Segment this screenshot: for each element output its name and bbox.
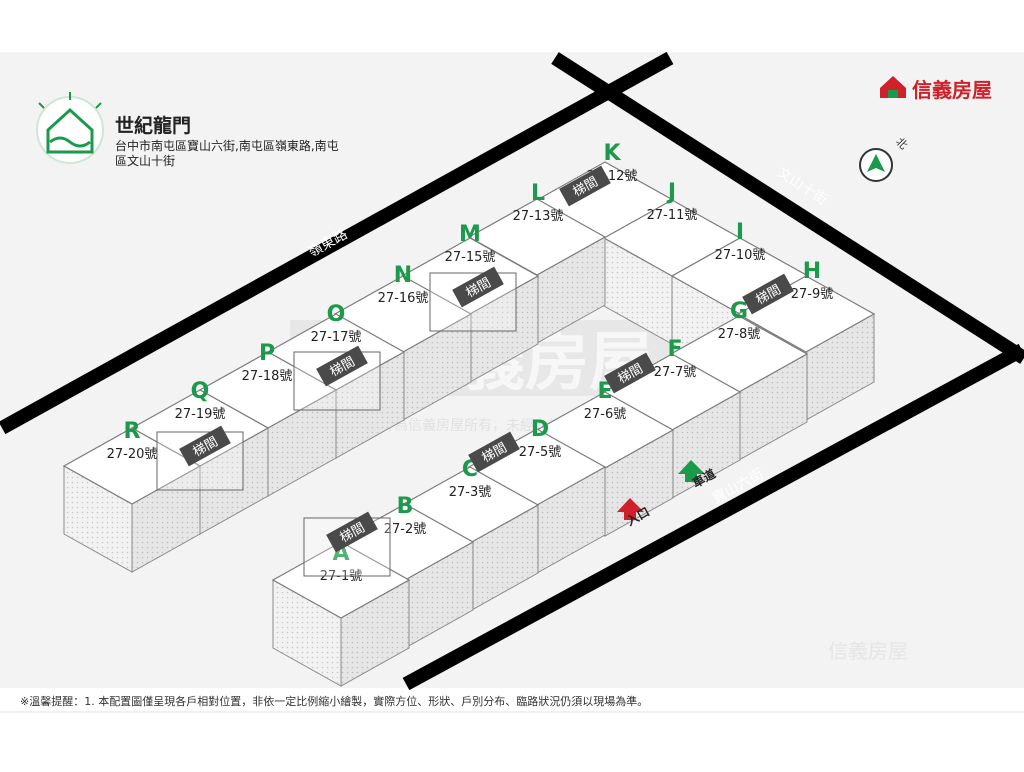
project-logo (36, 92, 104, 164)
building-letter: R (124, 419, 141, 444)
building-label: F 27-7號 (654, 337, 697, 380)
compass-arrow-icon (867, 154, 885, 172)
building-label: D 27-5號 (519, 417, 562, 460)
building-letter: N (394, 263, 412, 288)
project-name: 世紀龍門 (115, 114, 191, 137)
stairwell-tag (316, 345, 368, 387)
building-letter: Q (191, 379, 210, 404)
building-letter: E (597, 379, 612, 404)
building-number: 27-15號 (445, 250, 496, 265)
brand-door-icon (888, 90, 898, 98)
building-roof (62, 427, 202, 505)
building-letter: L (531, 181, 545, 206)
stairwell-tag (326, 511, 378, 553)
stairwell-tag (468, 431, 520, 473)
stairwell-tag (742, 273, 794, 315)
building-number: 27-11號 (647, 208, 698, 223)
bottom-margin (0, 688, 1024, 768)
building-number: 27-8號 (718, 327, 761, 342)
building-label: O 27-17號 (311, 302, 362, 345)
building-number: 27-3號 (449, 485, 492, 500)
building-block (62, 427, 202, 573)
brand-logo: 信義房屋 (880, 76, 992, 102)
stairwell-tag (559, 165, 611, 207)
building-number: 27-18號 (242, 369, 293, 384)
building-letter: P (259, 341, 275, 366)
brand-house-icon (880, 76, 906, 98)
building-block (271, 541, 411, 687)
stairwell-tag (452, 266, 504, 308)
building-label: B 27-2號 (384, 494, 427, 537)
building-letter: M (459, 222, 481, 247)
building-letter: D (531, 417, 549, 442)
sun-ray-icon (38, 102, 45, 109)
building-number: 27-20號 (107, 447, 158, 462)
building-letter: G (730, 299, 748, 324)
ramp-arrow-icon (678, 460, 705, 482)
building-number: 27-9號 (791, 287, 834, 302)
brand-name: 信義房屋 (912, 78, 992, 102)
stairwell: 梯間 (156, 425, 244, 491)
stairwell: 梯間 (468, 431, 520, 473)
building-label: J 27-11號 (647, 180, 698, 223)
building-letter: K (603, 141, 621, 166)
building-letter: I (736, 220, 744, 245)
building-letter: H (803, 259, 821, 284)
building-label: Q 27-19號 (175, 379, 226, 422)
building-label: M 27-15號 (445, 222, 496, 265)
building-number: 27-6號 (584, 407, 627, 422)
project-address-line2: 區文山十街 (115, 153, 175, 168)
top-margin (0, 0, 1024, 52)
building-label: N 27-16號 (378, 263, 429, 306)
road-wenshan (551, 52, 1024, 364)
stairwell-tag (604, 352, 656, 394)
building-number: 27-7號 (654, 365, 697, 380)
buildings: A27-1號B27-2號C27-3號D27-5號E27-6號F27-7號G27-… (62, 141, 876, 687)
building-letter: O (327, 302, 346, 327)
sun-ray-icon (95, 102, 102, 109)
building-label: I 27-10號 (715, 220, 766, 263)
stairwell: 梯間 (429, 266, 517, 332)
disclaimer-note: ※溫馨提醒：1. 本配置圖僅呈現各戶相對位置，非依一定比例縮小繪製，實際方位、形… (20, 694, 648, 708)
building-letter: F (667, 337, 682, 362)
project-address-line1: 台中市南屯區寶山六街,南屯區嶺東路,南屯 (115, 138, 339, 153)
building-number: 27-19號 (175, 407, 226, 422)
wave-icon (49, 136, 91, 148)
building-label: G 27-8號 (718, 299, 761, 342)
building-letter: B (397, 494, 414, 519)
building-label: L 27-13號 (513, 181, 564, 224)
building-letter: J (666, 180, 676, 205)
stairwell: 梯間 (303, 511, 391, 577)
building-number: 27-10號 (715, 248, 766, 263)
building-roof (271, 541, 411, 619)
watermark-corner: 信義房屋 (828, 639, 908, 663)
roads (0, 51, 1024, 691)
building-label: E 27-6號 (584, 379, 627, 422)
building-number: 27-2號 (384, 522, 427, 537)
house-icon (46, 107, 94, 154)
entrance-arrow-icon (617, 498, 644, 520)
building-number: 27-16號 (378, 291, 429, 306)
building-number: 27-17號 (311, 330, 362, 345)
road-lingdong (0, 51, 674, 435)
stairwell-tag (179, 425, 231, 467)
road-baoshan (402, 343, 1024, 691)
stairwell: 梯間 (293, 345, 381, 411)
building-label: R 27-20號 (107, 419, 158, 462)
building-label: H 27-9號 (791, 259, 834, 302)
building-number: 27-13號 (513, 209, 564, 224)
building-number: 27-5號 (519, 445, 562, 460)
building-label: P 27-18號 (242, 341, 293, 384)
